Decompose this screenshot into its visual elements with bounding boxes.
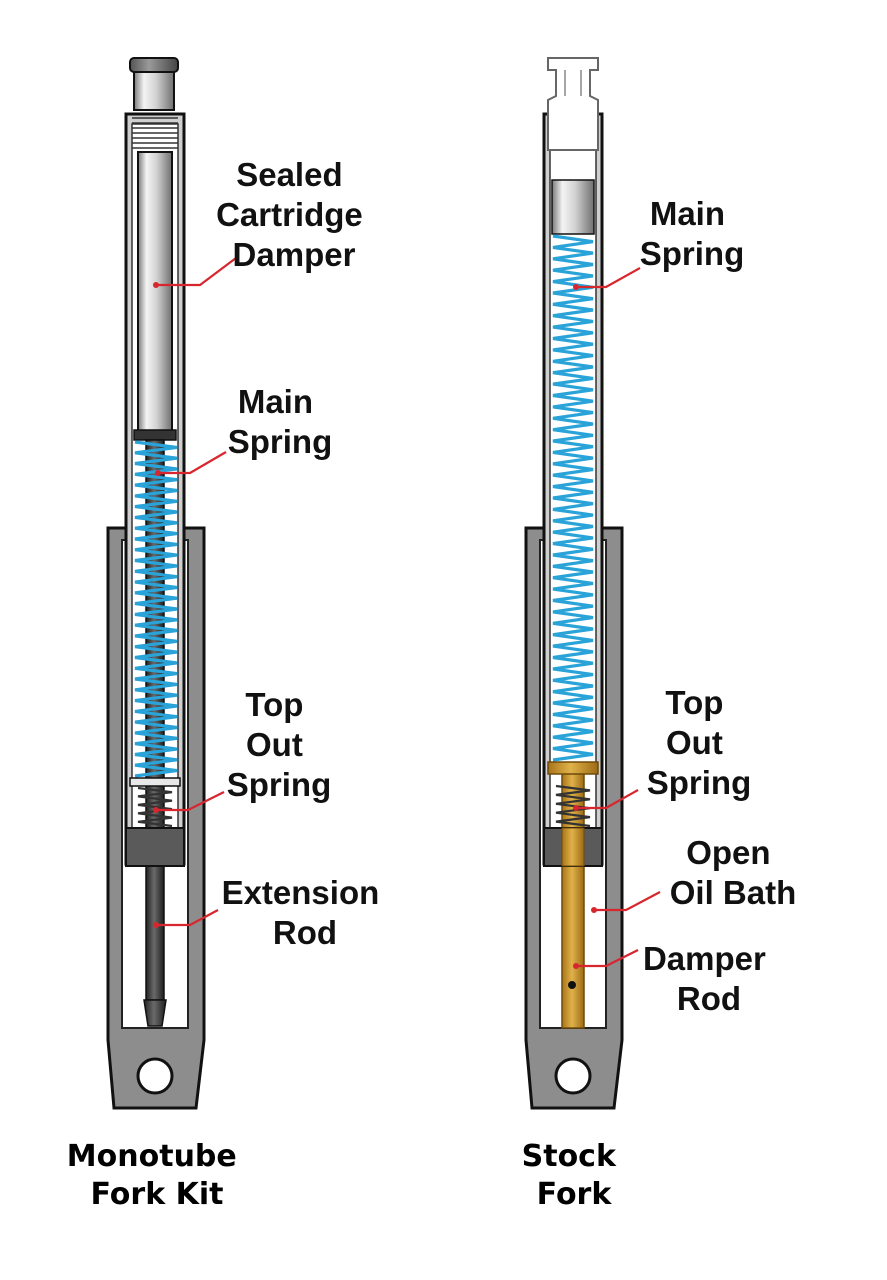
label-right-top-out-line-1: Top	[665, 684, 723, 721]
caption-monotube-fork-kit: Monotube Fork Kit	[67, 1139, 247, 1212]
right-top-out-spring	[555, 784, 591, 828]
left-leader-dots	[153, 282, 161, 928]
label-left-top-out-spring: Top Out Spring	[227, 686, 332, 803]
caption-right-line-1: Stock	[522, 1139, 617, 1174]
label-right-top-out-line-2: Out	[666, 724, 723, 761]
label-right-main-spring-line-1: Main	[650, 195, 725, 232]
label-right-main-spring-line-2: Spring	[640, 235, 745, 272]
right-axle-hole	[554, 1057, 592, 1095]
right-spring-spacer	[551, 179, 595, 235]
label-left-main-spring-line-1: Main	[238, 383, 313, 420]
label-extension-rod: Extension Rod	[222, 874, 389, 951]
label-cartridge-line-1: Sealed	[236, 156, 342, 193]
left-fork-cap	[129, 57, 179, 73]
right-rod-oil-hole	[568, 981, 576, 989]
label-right-top-out-line-3: Spring	[647, 764, 752, 801]
right-leader-dots	[573, 284, 597, 969]
label-open-oil-bath: Open Oil Bath	[670, 834, 797, 911]
label-oil-bath-line-2: Oil Bath	[670, 874, 797, 911]
right-rod-head	[547, 761, 599, 775]
left-rod-tip	[143, 999, 167, 1027]
caption-right-line-2: Fork	[537, 1177, 613, 1212]
caption-left-line-2: Fork Kit	[91, 1177, 224, 1212]
left-cap-body	[133, 71, 175, 111]
left-leaders	[156, 257, 237, 927]
label-left-main-spring-line-2: Spring	[228, 423, 333, 460]
left-main-spring	[134, 440, 178, 778]
label-left-main-spring: Main Spring	[228, 383, 333, 460]
right-rod-through-bushing	[561, 827, 585, 867]
label-left-top-out-line-1: Top	[245, 686, 303, 723]
caption-stock-fork: Stock Fork	[522, 1139, 627, 1212]
right-fork: Main Spring Top Out Spring Open Oil Bath…	[522, 57, 797, 1212]
left-fork: Sealed Cartridge Damper Main Spring Top …	[67, 57, 389, 1212]
label-cartridge-line-3: Damper	[233, 236, 356, 273]
label-extension-rod-line-1: Extension	[222, 874, 380, 911]
right-leaders	[576, 267, 661, 968]
label-left-top-out-line-3: Spring	[227, 766, 332, 803]
left-topout-washer	[129, 777, 181, 787]
left-cartridge-damper	[137, 151, 173, 433]
label-extension-rod-line-2: Rod	[273, 914, 337, 951]
label-damper-rod: Damper Rod	[643, 940, 775, 1017]
right-fork-cap	[547, 57, 599, 151]
label-damper-rod-line-2: Rod	[677, 980, 741, 1017]
left-top-out-spring	[137, 786, 173, 828]
left-guide-bushing	[125, 827, 185, 867]
label-left-top-out-line-2: Out	[246, 726, 303, 763]
left-spring-seat	[133, 429, 177, 441]
label-right-top-out-spring: Top Out Spring	[647, 684, 752, 801]
right-main-spring	[552, 234, 594, 762]
left-cap-threads	[132, 117, 178, 149]
label-sealed-cartridge-damper: Sealed Cartridge Damper	[216, 156, 372, 273]
label-cartridge-line-2: Cartridge	[216, 196, 363, 233]
label-right-main-spring: Main Spring	[640, 195, 745, 272]
left-axle-hole	[136, 1057, 174, 1095]
label-damper-rod-line-1: Damper	[643, 940, 766, 977]
label-oil-bath-line-1: Open	[686, 834, 770, 871]
caption-left-line-1: Monotube	[67, 1139, 237, 1174]
